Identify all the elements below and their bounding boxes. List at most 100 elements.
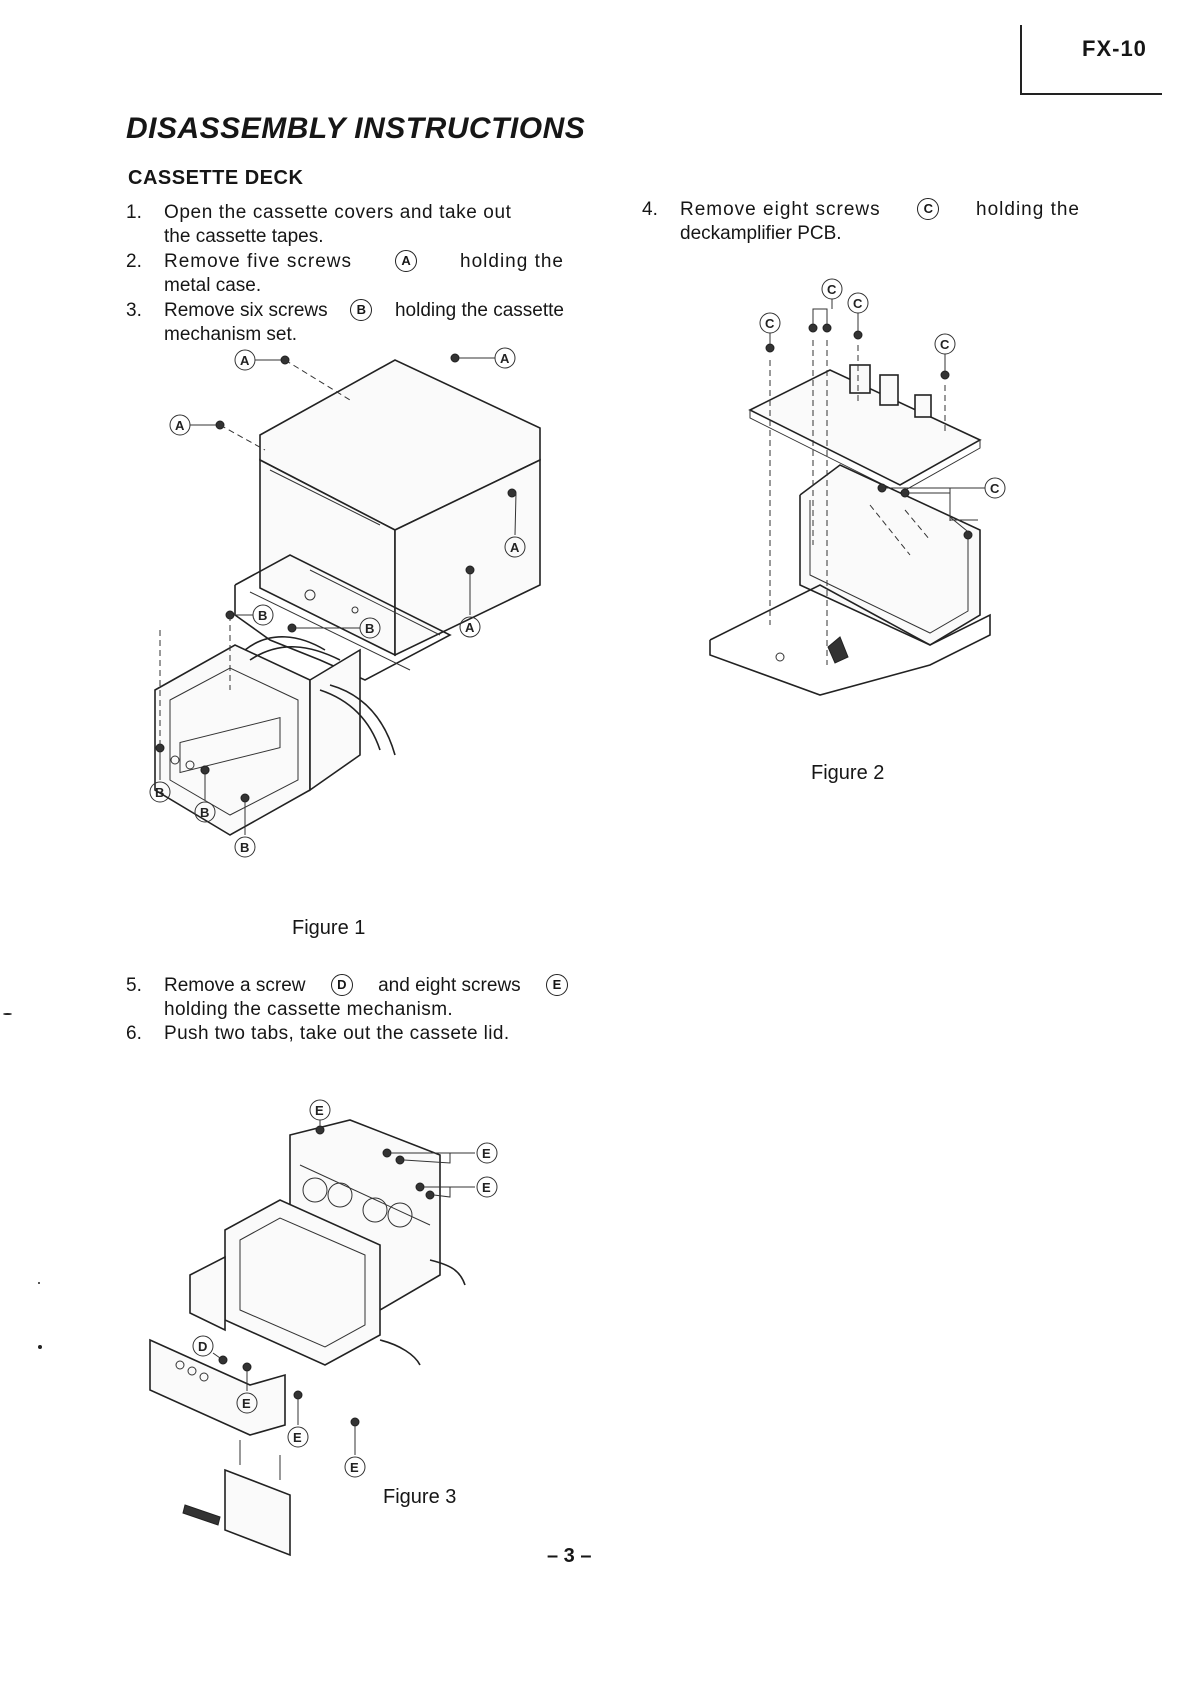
- label-e-5: E: [287, 1426, 309, 1448]
- scan-mark: [38, 1345, 42, 1349]
- svg-text:E: E: [350, 1460, 359, 1475]
- step-3: 3. Remove six screws B holding the casse…: [126, 299, 564, 349]
- label-c-5: C: [984, 477, 1006, 499]
- label-b-4: B: [194, 801, 216, 823]
- step-number: 2.: [126, 251, 142, 272]
- step-number: 6.: [126, 1023, 142, 1044]
- step-text: and eight screws: [378, 975, 521, 996]
- label-e-3: E: [476, 1176, 498, 1198]
- svg-text:E: E: [293, 1430, 302, 1445]
- label-b-5: B: [234, 836, 256, 858]
- screw-marker: A: [395, 250, 418, 272]
- step-number: 5.: [126, 975, 142, 996]
- cassette-mechanism-side: [309, 648, 361, 792]
- step-text: Open the cassette covers and take out: [164, 202, 512, 223]
- figure-2-diagram: C C C C C: [709, 278, 1006, 696]
- section-title: CASSETTE DECK: [128, 167, 304, 189]
- svg-text:A: A: [175, 418, 185, 433]
- scan-mark: [38, 1282, 40, 1284]
- metal-case-front: [394, 458, 541, 657]
- step-text: holding the: [976, 199, 1080, 220]
- chassis-base: [709, 584, 991, 696]
- page-title: DISASSEMBLY INSTRUCTIONS: [126, 112, 586, 145]
- model-code: FX-10: [1082, 36, 1147, 61]
- step-number: 1.: [126, 202, 142, 223]
- wire-lead: [379, 1259, 466, 1366]
- svg-text:B: B: [240, 840, 249, 855]
- step-text-cont: deckamplifier PCB.: [680, 223, 842, 244]
- label-c-2: C: [847, 292, 869, 314]
- svg-text:C: C: [765, 316, 775, 331]
- label-c-1: C: [821, 278, 843, 300]
- step-text: holding the: [460, 251, 564, 272]
- screw-marker: B: [350, 299, 373, 321]
- step-text: Remove a screw: [164, 975, 306, 996]
- label-c-4: C: [934, 333, 956, 355]
- step-text-cont: the cassette tapes.: [164, 226, 324, 247]
- label-b-2: B: [359, 617, 381, 639]
- svg-text:B: B: [365, 621, 374, 636]
- step-2: 2. Remove five screws A holding the meta…: [126, 250, 564, 300]
- page-number: – 3 –: [547, 1545, 592, 1567]
- label-a-3: A: [169, 414, 191, 436]
- step-text: Remove six screws: [164, 300, 328, 321]
- pcb-chassis: [799, 464, 981, 646]
- svg-text:E: E: [242, 1396, 251, 1411]
- label-b-1: B: [252, 604, 274, 626]
- screw-marker: D: [330, 974, 353, 996]
- figure-3-diagram: E E E D E E E: [149, 1099, 498, 1557]
- label-e-2: E: [476, 1142, 498, 1164]
- svg-text:B: B: [200, 805, 209, 820]
- svg-text:A: A: [465, 620, 475, 635]
- label-a-1: A: [234, 349, 256, 371]
- scan-mark: [3, 1013, 12, 1015]
- svg-text:C: C: [990, 481, 1000, 496]
- screw-marker: E: [545, 974, 568, 996]
- label-e-6: E: [344, 1456, 366, 1478]
- label-e-1: E: [309, 1099, 331, 1121]
- figure-2-caption: Figure 2: [811, 762, 885, 784]
- label-d-1: D: [192, 1335, 214, 1357]
- svg-text:A: A: [510, 540, 520, 555]
- step-4: 4. Remove eight screws C holding the dec…: [642, 198, 1082, 248]
- step-text: holding the cassette: [394, 300, 564, 321]
- label-a-2: A: [494, 347, 516, 369]
- svg-text:C: C: [940, 337, 950, 352]
- wire-harness: [244, 636, 396, 756]
- svg-text:D: D: [198, 1339, 207, 1354]
- step-text: Remove five screws: [164, 251, 352, 272]
- step-text-cont: mechanism set.: [164, 324, 298, 345]
- step-text-cont: holding the cassette mechanism.: [164, 999, 454, 1020]
- step-1: 1. Open the cassette covers and take out…: [126, 201, 564, 251]
- screw-marker: C: [917, 198, 940, 220]
- step-text: Remove eight screws: [680, 199, 881, 220]
- step-6: 6. Push two tabs, take out the cassete l…: [126, 1022, 566, 1048]
- svg-text:C: C: [853, 296, 863, 311]
- svg-text:C: C: [827, 282, 837, 297]
- label-c-3: C: [759, 312, 781, 334]
- svg-text:E: E: [482, 1180, 491, 1195]
- label-e-4: E: [236, 1392, 258, 1414]
- figure-1-diagram: A A A A A B B B B B: [149, 347, 541, 858]
- svg-text:A: A: [500, 351, 510, 366]
- label-b-3: B: [149, 781, 171, 803]
- figure-1-caption: Figure 1: [292, 917, 366, 939]
- step-number: 4.: [642, 199, 658, 220]
- cassette-mechanism: [154, 644, 311, 836]
- step-5: 5. Remove a screw D and eight screws E h…: [126, 974, 568, 1024]
- svg-text:B: B: [258, 608, 267, 623]
- cassette-door: [189, 1255, 226, 1332]
- front-panel: [149, 1338, 286, 1436]
- svg-text:B: B: [155, 785, 164, 800]
- svg-text:E: E: [315, 1103, 324, 1118]
- svg-text:E: E: [482, 1146, 491, 1161]
- cassette-lid: [224, 1468, 291, 1557]
- svg-text:A: A: [240, 353, 250, 368]
- step-number: 3.: [126, 300, 142, 321]
- model-box: [1020, 25, 1162, 95]
- step-text: Push two tabs, take out the cassete lid.: [164, 1023, 510, 1044]
- label-a-4: A: [504, 536, 526, 558]
- step-text-cont: metal case.: [164, 275, 262, 296]
- lid-arrow-icon: [182, 1504, 221, 1526]
- label-a-5: A: [459, 616, 481, 638]
